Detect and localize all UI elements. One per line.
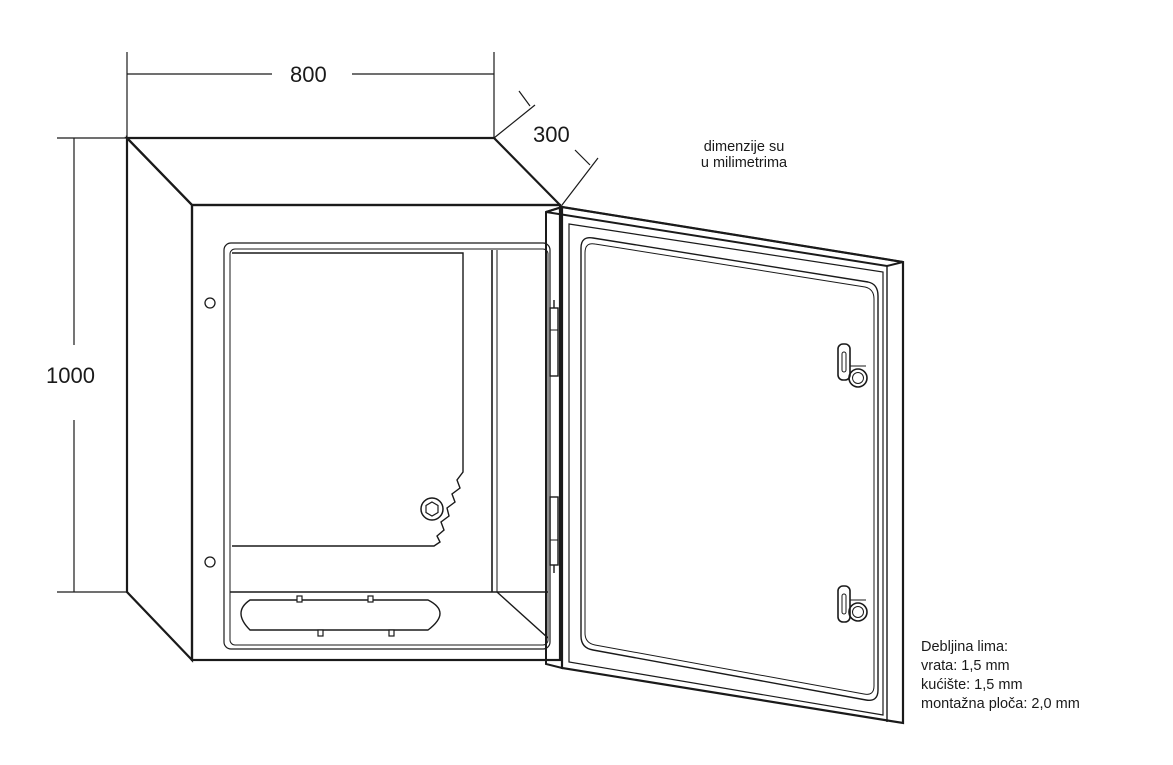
unit-note-line1: dimenzije su xyxy=(704,139,785,155)
screw-icon xyxy=(317,629,324,637)
mounting-hole xyxy=(204,556,216,568)
unit-note-line2: u milimetrima xyxy=(701,155,788,171)
screw-icon xyxy=(367,595,374,603)
mounting-hole xyxy=(204,297,216,309)
thickness-title: Debljina lima: xyxy=(921,639,1008,655)
mounting-plate xyxy=(232,252,464,547)
unit-note: dimenzije su u milimetrima xyxy=(701,139,788,171)
thickness-plate: montažna ploča: 2,0 mm xyxy=(921,696,1080,712)
open-door xyxy=(545,205,905,725)
width-label: 800 xyxy=(290,62,327,87)
plate-bolt-icon xyxy=(420,497,444,521)
hinge-upper xyxy=(549,300,559,377)
depth-label: 300 xyxy=(533,122,570,147)
depth-dimension: 300 xyxy=(493,90,599,206)
thickness-housing: kućište: 1,5 mm xyxy=(921,677,1023,693)
screw-icon xyxy=(296,595,303,603)
gland-plate xyxy=(240,595,441,637)
thickness-door: vrata: 1,5 mm xyxy=(921,658,1010,674)
hinge-lower xyxy=(549,496,559,573)
cabinet-body xyxy=(124,135,563,663)
screw-icon xyxy=(388,629,395,637)
lock-icon xyxy=(837,343,868,388)
height-label: 1000 xyxy=(46,363,95,388)
thickness-note: Debljina lima: vrata: 1,5 mm kućište: 1,… xyxy=(921,639,1080,712)
width-dimension: 800 xyxy=(126,52,495,138)
height-dimension: 1000 xyxy=(46,137,127,593)
lock-icon xyxy=(837,585,868,623)
